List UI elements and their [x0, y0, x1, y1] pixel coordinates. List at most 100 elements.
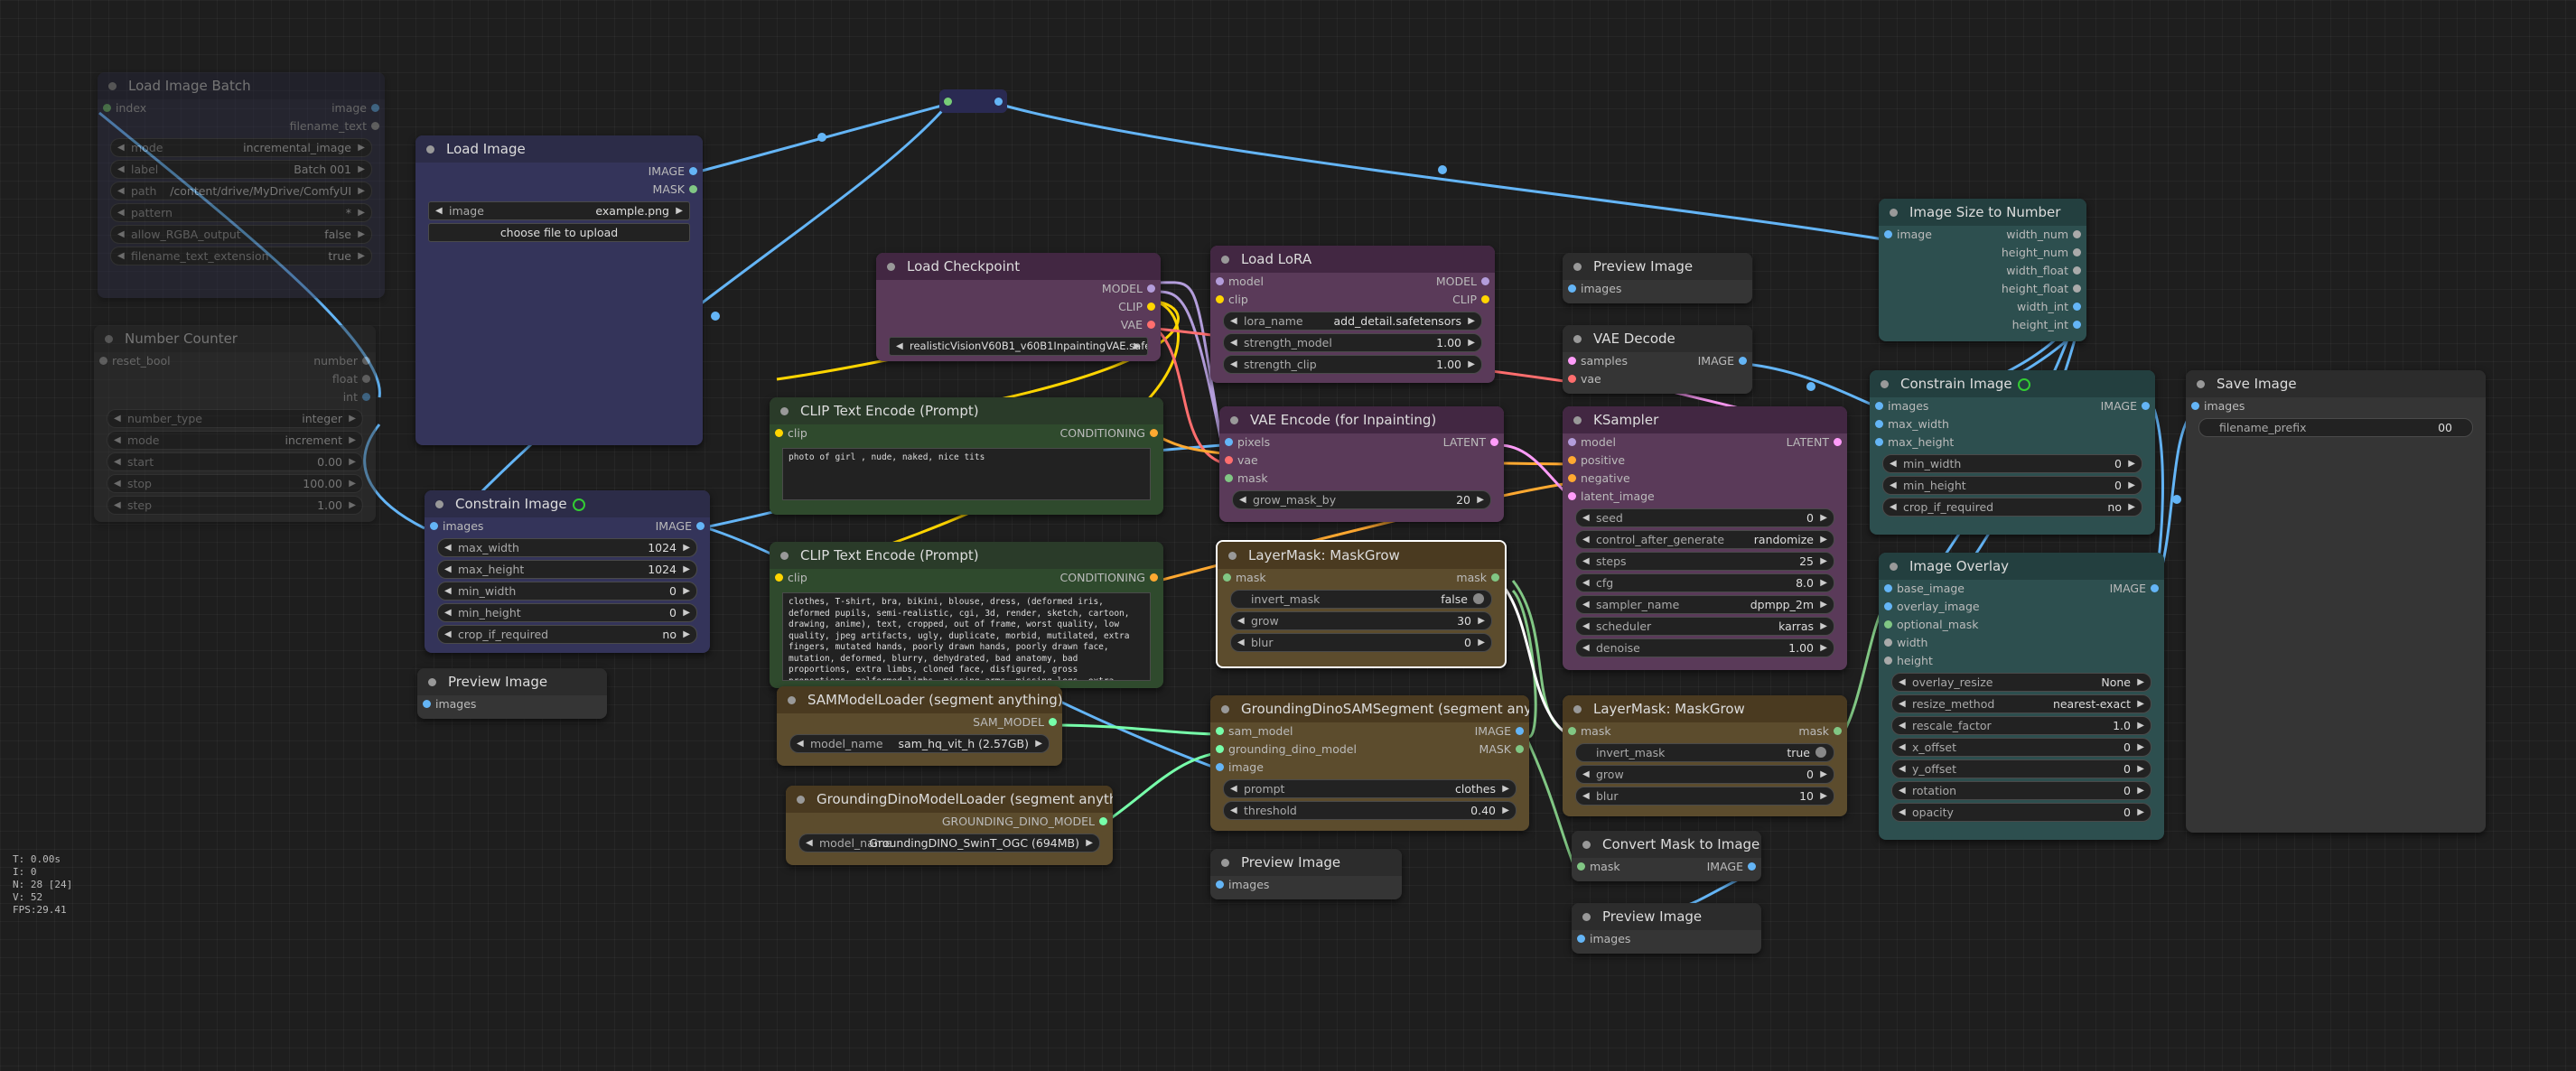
widget-pattern[interactable]: ◀pattern*▶ [110, 203, 372, 222]
node-title[interactable]: KSampler [1563, 406, 1847, 433]
node-title[interactable]: LayerMask: MaskGrow [1218, 542, 1505, 569]
node-title[interactable]: Preview Image [1572, 903, 1761, 930]
node-sam-model-loader[interactable]: SAMModelLoader (segment anything) SAM_MO… [777, 686, 1062, 766]
increment-arrow-icon[interactable]: ▶ [2137, 764, 2144, 774]
output-socket[interactable] [2073, 321, 2081, 329]
node-title[interactable]: Convert Mask to Image [1572, 831, 1761, 858]
input-socket[interactable] [1884, 620, 1892, 629]
increment-arrow-icon[interactable]: ▶ [349, 414, 356, 424]
input-socket[interactable] [1568, 357, 1576, 365]
input-socket[interactable] [423, 700, 431, 708]
input-socket[interactable] [1884, 230, 1892, 238]
output-socket[interactable] [689, 185, 697, 193]
decrement-arrow-icon[interactable]: ◀ [117, 143, 125, 153]
decrement-arrow-icon[interactable]: ◀ [1230, 784, 1237, 794]
node-title[interactable]: Preview Image [1563, 253, 1752, 280]
decrement-arrow-icon[interactable]: ◀ [444, 629, 452, 639]
prompt-textarea[interactable]: clothes, T-shirt, bra, bikini, blouse, d… [782, 592, 1151, 681]
input-socket[interactable] [1568, 284, 1576, 293]
input-socket[interactable] [1568, 438, 1576, 446]
increment-arrow-icon[interactable]: ▶ [1086, 838, 1093, 848]
increment-arrow-icon[interactable]: ▶ [683, 586, 690, 596]
node-title[interactable]: CLIP Text Encode (Prompt) [770, 397, 1163, 424]
node-load-checkpoint[interactable]: Load Checkpoint MODEL CLIP VAE ◀realisti… [876, 253, 1161, 361]
input-socket[interactable] [1216, 763, 1224, 771]
node-title[interactable]: Preview Image [417, 668, 607, 695]
decrement-arrow-icon[interactable]: ◀ [1230, 806, 1237, 815]
input-socket[interactable] [99, 357, 107, 365]
node-title[interactable]: Load LoRA [1210, 246, 1495, 273]
decrement-arrow-icon[interactable]: ◀ [1582, 643, 1590, 653]
output-socket[interactable] [1150, 429, 1158, 437]
input-socket[interactable] [1568, 375, 1576, 383]
increment-arrow-icon[interactable]: ▶ [2137, 807, 2144, 817]
output-socket[interactable] [1516, 727, 1524, 735]
increment-arrow-icon[interactable]: ▶ [2128, 480, 2135, 490]
decrement-arrow-icon[interactable]: ◀ [1582, 621, 1590, 631]
decrement-arrow-icon[interactable]: ◀ [1899, 721, 1906, 731]
decrement-arrow-icon[interactable]: ◀ [1899, 742, 1906, 752]
node-title[interactable]: GroundingDinoModelLoader (segment anythi… [786, 786, 1113, 813]
decrement-arrow-icon[interactable]: ◀ [444, 543, 452, 553]
output-socket[interactable] [1834, 727, 1842, 735]
increment-arrow-icon[interactable]: ▶ [1502, 806, 1509, 815]
output-socket[interactable] [689, 167, 697, 175]
decrement-arrow-icon[interactable]: ◀ [1582, 535, 1590, 545]
increment-arrow-icon[interactable]: ▶ [1477, 495, 1484, 505]
input-socket[interactable] [1568, 492, 1576, 500]
output-socket[interactable] [362, 357, 370, 365]
increment-arrow-icon[interactable]: ▶ [683, 629, 690, 639]
decrement-arrow-icon[interactable]: ◀ [806, 838, 813, 848]
output-socket[interactable] [1490, 438, 1498, 446]
increment-arrow-icon[interactable]: ▶ [358, 143, 365, 153]
reroute-input-socket[interactable] [944, 98, 952, 106]
increment-arrow-icon[interactable]: ▶ [2137, 699, 2144, 709]
input-socket[interactable] [775, 573, 783, 582]
input-socket[interactable] [1884, 638, 1892, 647]
output-socket[interactable] [1748, 862, 1756, 871]
node-title[interactable]: Load Image Batch [98, 72, 385, 99]
decrement-arrow-icon[interactable]: ◀ [1899, 786, 1906, 796]
decrement-arrow-icon[interactable]: ◀ [114, 500, 121, 510]
output-socket[interactable] [2073, 248, 2081, 256]
output-socket[interactable] [2073, 230, 2081, 238]
input-socket[interactable] [1225, 438, 1233, 446]
input-socket[interactable] [1225, 474, 1233, 482]
increment-arrow-icon[interactable]: ▶ [1820, 791, 1827, 801]
toggle-knob-icon[interactable] [1815, 747, 1826, 758]
node-title[interactable]: Image Overlay [1879, 553, 2164, 580]
node-preview-image[interactable]: Preview Image images [1572, 903, 1761, 954]
node-title[interactable]: Save Image [2186, 370, 2486, 397]
decrement-arrow-icon[interactable]: ◀ [117, 251, 125, 261]
output-socket[interactable] [2142, 402, 2150, 410]
input-socket[interactable] [1216, 745, 1224, 753]
input-socket[interactable] [1568, 474, 1576, 482]
increment-arrow-icon[interactable]: ▶ [358, 251, 365, 261]
output-socket[interactable] [1834, 438, 1842, 446]
increment-arrow-icon[interactable]: ▶ [683, 608, 690, 618]
